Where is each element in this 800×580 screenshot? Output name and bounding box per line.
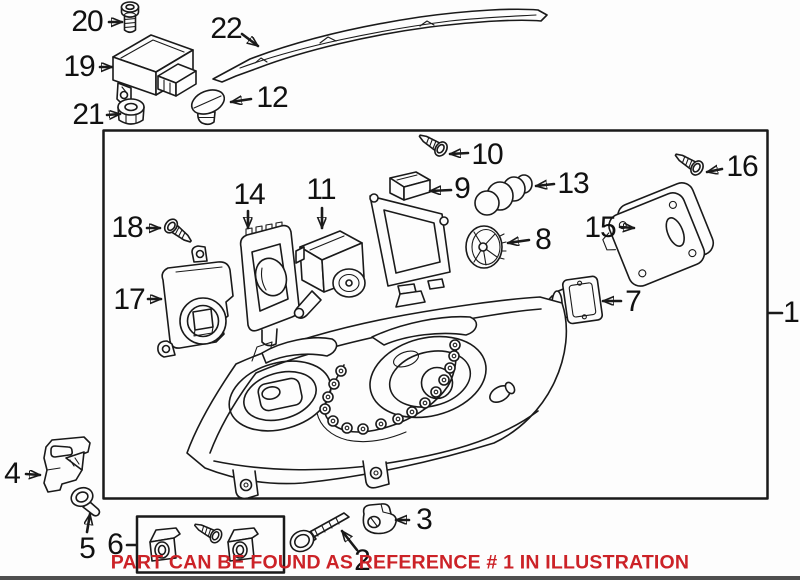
callout-8: 8 <box>535 223 552 256</box>
callout-7: 7 <box>625 285 642 318</box>
callout-11: 11 <box>306 173 336 206</box>
part-20-bolt-drawing <box>120 1 140 34</box>
callout-17: 17 <box>113 283 145 316</box>
part-12-cap-plug-drawing <box>190 89 226 126</box>
part-9-retaining-frame-drawing <box>369 171 451 295</box>
part-4-bracket-drawing <box>43 436 91 493</box>
part-13-bulb-socket-drawing <box>474 174 533 216</box>
callout-18: 18 <box>111 211 143 244</box>
part-11-actuator-drawing <box>293 230 366 319</box>
part-6-clip-left-drawing <box>149 527 181 562</box>
callout-21: 21 <box>72 98 104 131</box>
part-6-clip-right-drawing <box>227 527 259 562</box>
callout-1: 1 <box>783 296 800 329</box>
part-21-grommet-nut-drawing <box>117 98 145 125</box>
bottom-edge-bar <box>0 576 800 580</box>
callout-14: 14 <box>233 178 265 211</box>
callout-20: 20 <box>71 5 103 38</box>
led-dot-strip <box>319 339 461 435</box>
part-2-bolt-drawing <box>289 512 350 553</box>
part-6-screw-drawing <box>190 517 225 546</box>
part-17-led-module-drawing <box>157 245 234 358</box>
part-22-trim-strip-drawing <box>212 8 548 83</box>
part-18-screw-drawing <box>161 215 197 249</box>
callout-15: 15 <box>584 211 616 244</box>
callout-22: 22 <box>210 12 242 45</box>
callout-10: 10 <box>471 138 503 171</box>
callout-12: 12 <box>256 81 288 114</box>
callout-4: 4 <box>4 457 21 490</box>
callout-6: 6 <box>107 528 124 561</box>
callout-2: 2 <box>354 544 371 577</box>
callout-19: 19 <box>63 50 95 83</box>
callout-16: 16 <box>726 150 758 183</box>
reference-note: PART CAN BE FOUND AS REFERENCE # 1 IN IL… <box>110 551 690 574</box>
part-6-kit-box <box>135 515 286 574</box>
part-5-screw-drawing <box>70 486 101 517</box>
callout-arrows <box>24 22 724 552</box>
callout-13: 13 <box>557 167 589 200</box>
part-15-ballast-module-drawing <box>602 182 715 287</box>
callout-9: 9 <box>454 172 471 205</box>
part-8-round-cap-drawing <box>465 225 507 269</box>
headlight-assembly-drawing <box>186 290 568 500</box>
part-3-clip-nut-drawing <box>362 503 397 535</box>
part-19-control-module-drawing <box>112 34 197 105</box>
main-illustration-box <box>102 129 784 500</box>
part-16-screw-drawing <box>671 147 707 179</box>
part-14-gasket-drawing <box>239 221 300 347</box>
part-10-screw-drawing <box>415 128 451 160</box>
callout-5: 5 <box>79 532 96 565</box>
callout-3: 3 <box>416 503 433 536</box>
